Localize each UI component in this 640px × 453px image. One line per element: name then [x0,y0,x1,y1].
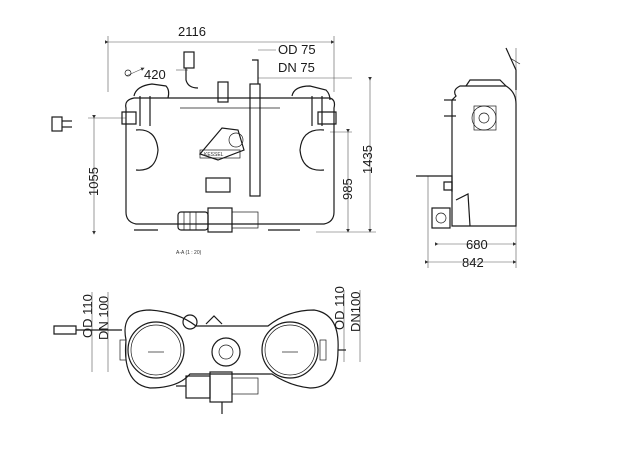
dim-height-inlet: 1055 [86,167,101,196]
top-view: OD 110 DN 100 OD 110 DN100 [53,286,363,414]
dim-side-total: 842 [462,255,484,270]
dim-total-height: 1435 [360,145,375,174]
side-view: 680 842 [416,47,521,270]
front-view: 2116 420 OD 75 DN 75 1055 985 1435 [51,24,376,256]
inlet-left-od: OD 110 [80,294,95,338]
inlet-left-dn: DN 100 [96,296,111,340]
dim-total-width: 2116 [178,24,206,39]
dim-offset-top: 420 [144,67,166,82]
vent-od-label: OD 75 [278,42,316,57]
vent-dn-label: DN 75 [278,60,315,75]
inlet-right-od: OD 110 [332,286,347,330]
inlet-right-dn: DN100 [348,292,363,332]
dim-side-depth: 680 [466,237,488,252]
svg-text:KESSEL: KESSEL [204,152,224,158]
dim-height-985: 985 [340,178,355,200]
section-label: A-A (1 : 20) [176,250,202,256]
